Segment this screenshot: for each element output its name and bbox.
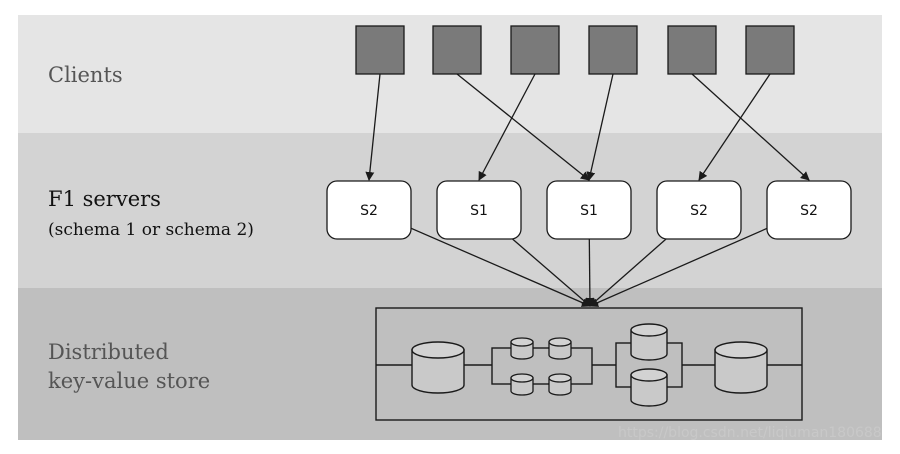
server-label: S1 xyxy=(580,203,598,219)
server-node: S2 xyxy=(326,180,412,240)
server-box xyxy=(326,180,412,240)
database-icon-small-2 xyxy=(548,337,572,360)
client-node xyxy=(510,25,560,75)
database-icon-medium-top xyxy=(630,323,668,361)
client-node xyxy=(432,25,482,75)
servers-label: F1 servers xyxy=(48,187,161,211)
watermark: https://blog.csdn.net/liqiuman180688 xyxy=(618,425,882,441)
client-server-arrow xyxy=(365,73,381,181)
servers-sublabel: (schema 1 or schema 2) xyxy=(48,220,254,240)
clients-group xyxy=(355,25,795,75)
client-node xyxy=(745,25,795,75)
store-label-line1: Distributed xyxy=(48,340,169,364)
clients-label: Clients xyxy=(48,63,123,87)
client-server-arrow xyxy=(691,73,810,181)
client-node xyxy=(588,25,638,75)
client-server-arrow xyxy=(456,73,590,181)
server-box xyxy=(766,180,852,240)
database-icon-small-3 xyxy=(510,373,534,396)
client-server-arrow xyxy=(698,73,771,181)
server-label: S1 xyxy=(470,203,488,219)
client-node xyxy=(667,25,717,75)
database-icon-large-left xyxy=(411,341,465,394)
server-box xyxy=(436,180,522,240)
servers-group: S2 S1 S1 S2 S2 xyxy=(326,180,852,240)
database-icon-large-right xyxy=(714,341,768,394)
server-label: S2 xyxy=(690,203,708,219)
server-node: S1 xyxy=(436,180,522,240)
server-box xyxy=(546,180,632,240)
client-server-arrow xyxy=(478,73,536,181)
client-node xyxy=(355,25,405,75)
server-box xyxy=(656,180,742,240)
server-node: S2 xyxy=(656,180,742,240)
server-label: S2 xyxy=(360,203,378,219)
store-label-line2: key-value store xyxy=(48,369,211,393)
database-icon-small-4 xyxy=(548,373,572,396)
server-label: S2 xyxy=(800,203,818,219)
client-server-arrow xyxy=(586,73,614,181)
database-icon-small-1 xyxy=(510,337,534,360)
server-node: S2 xyxy=(766,180,852,240)
database-icon-medium-bottom xyxy=(630,368,668,407)
server-node: S1 xyxy=(546,180,632,240)
